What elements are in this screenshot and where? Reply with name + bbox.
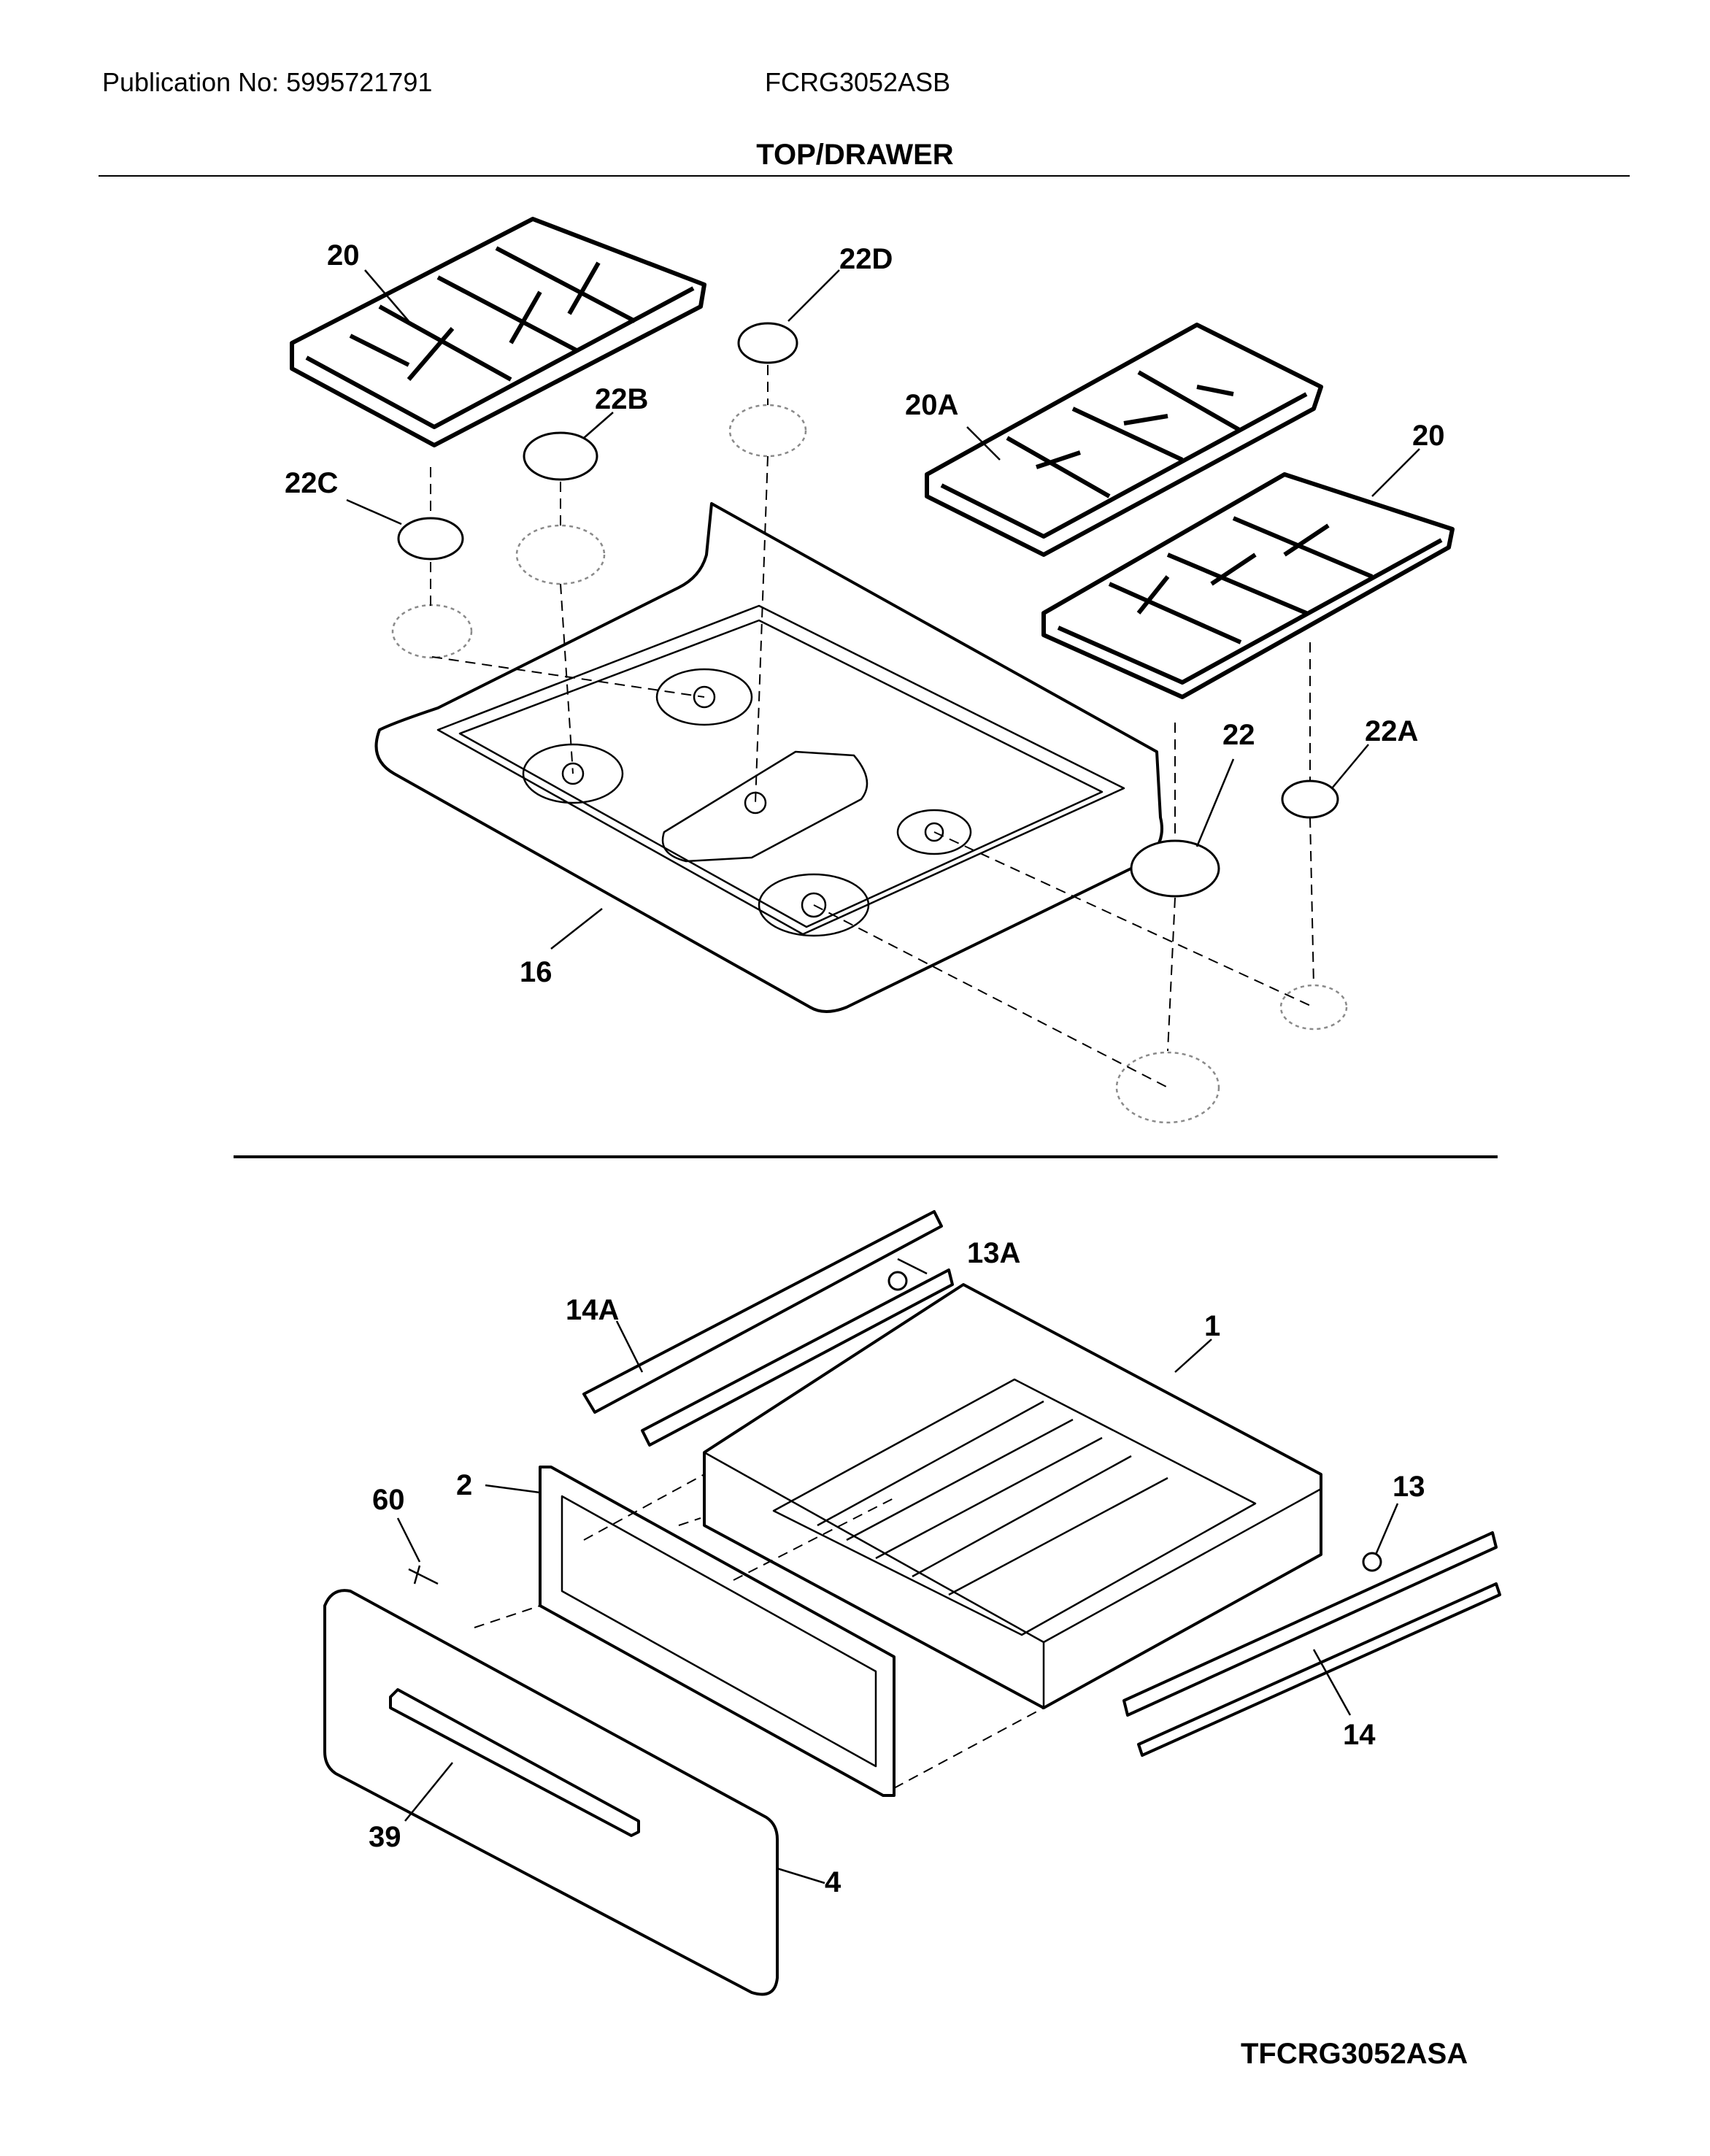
cooktop-well <box>436 604 1125 936</box>
callout-22c: 22C <box>285 467 338 499</box>
burner-opening-rear-left <box>655 668 753 726</box>
callout-22b: 22B <box>595 383 648 415</box>
callout-60: 60 <box>372 1484 405 1516</box>
burner-cap-22 <box>1130 839 1220 898</box>
drawer-roller-left <box>887 1271 908 1291</box>
cooktop-well-inner <box>458 619 1104 928</box>
callout-22: 22 <box>1222 719 1255 751</box>
publication-number: Publication No: 5995721791 <box>102 67 433 97</box>
burner-opening-rear-right <box>896 809 972 855</box>
callout-13a: 13A <box>967 1237 1020 1269</box>
callout-39: 39 <box>369 1821 401 1853</box>
burner-opening-front-right <box>758 873 870 937</box>
header-rule <box>99 175 1630 177</box>
drawer-slide-left <box>582 1210 943 1414</box>
callout-22a: 22A <box>1365 715 1418 747</box>
drawer-floor <box>772 1378 1257 1636</box>
callout-1: 1 <box>1204 1310 1220 1342</box>
burner-head-22c-hidden <box>391 604 473 659</box>
callout-13: 13 <box>1393 1471 1425 1503</box>
callout-2: 2 <box>456 1469 472 1501</box>
callout-20-right: 20 <box>1412 420 1445 452</box>
drawer-body <box>703 1283 1322 1709</box>
burner-head-22a-hidden <box>1279 984 1348 1031</box>
burner-cap-22d <box>737 322 798 364</box>
grate-right <box>1041 472 1455 699</box>
callout-16: 16 <box>520 956 552 988</box>
callout-4: 4 <box>825 1866 841 1898</box>
burner-cap-22b <box>523 431 598 481</box>
callout-20a: 20A <box>905 389 958 421</box>
drawer-rail-left <box>641 1268 954 1447</box>
burner-cap-22c <box>397 517 464 561</box>
drawer-rail-right <box>1137 1582 1501 1757</box>
burner-head-22d-hidden <box>728 404 807 458</box>
drawer-handle <box>389 1688 640 1837</box>
screw <box>408 1565 439 1585</box>
callout-14a: 14A <box>566 1294 619 1326</box>
grate-left <box>290 217 706 447</box>
burner-head-22b-hidden <box>515 524 606 585</box>
center-oval-burner-opening <box>661 750 869 863</box>
burner-cap-22a <box>1281 779 1339 819</box>
burner-head-22-hidden <box>1115 1051 1220 1124</box>
burner-opening-front-left <box>522 743 624 804</box>
grate-center-right <box>925 323 1323 557</box>
callout-14: 14 <box>1343 1719 1376 1751</box>
diagram-code: TFCRG3052ASA <box>1241 2038 1468 2070</box>
cooktop-assembly <box>374 502 1163 1013</box>
drawer-slide-right <box>1122 1531 1498 1717</box>
cooktop-panel <box>374 502 1163 1013</box>
callout-22d: 22D <box>839 243 893 275</box>
model-number: FCRG3052ASB <box>765 67 951 97</box>
section-title: TOP/DRAWER <box>756 139 954 171</box>
callout-20-left: 20 <box>327 239 360 272</box>
drawer-roller-right <box>1362 1552 1382 1572</box>
